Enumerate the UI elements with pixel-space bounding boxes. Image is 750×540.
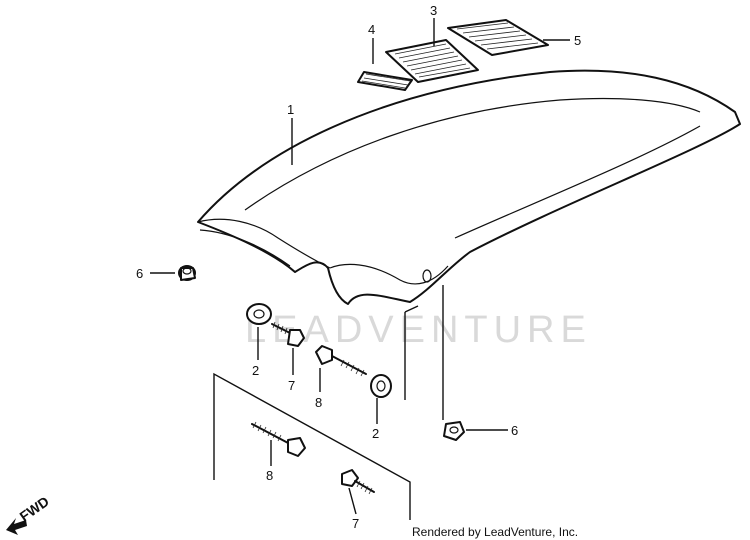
- forward-direction-label: FWD: [17, 493, 52, 524]
- forward-direction-indicator: FWD: [6, 493, 52, 535]
- bolt-part-lower[interactable]: [341, 469, 375, 495]
- washer-part-left[interactable]: [246, 303, 272, 325]
- callout-3: 3: [430, 3, 437, 18]
- center-plate-part[interactable]: [385, 39, 479, 83]
- callout-6-lower: 6: [511, 423, 518, 438]
- callout-2-right: 2: [372, 426, 379, 441]
- rear-fender-part[interactable]: [197, 69, 741, 305]
- callout-5: 5: [574, 33, 581, 48]
- exploded-view-box: [213, 285, 444, 520]
- flange-nut-part-lower[interactable]: [443, 421, 465, 441]
- watermark-text: LEADVENTURE: [245, 309, 592, 351]
- callout-7-lower: 7: [352, 516, 359, 531]
- callout-8-lower: 8: [266, 468, 273, 483]
- callout-1: 1: [287, 102, 294, 117]
- render-credit: Rendered by LeadVenture, Inc.: [412, 525, 578, 539]
- bolt-part-upper[interactable]: [271, 321, 305, 347]
- long-bolt-part-lower[interactable]: [251, 421, 306, 457]
- flange-nut-part-upper[interactable]: [178, 265, 196, 281]
- right-plate-part[interactable]: [447, 19, 549, 56]
- callout-2-left: 2: [252, 363, 259, 378]
- callout-8-middle: 8: [315, 395, 322, 410]
- forward-arrow-icon: [6, 518, 27, 535]
- callout-4: 4: [368, 22, 375, 37]
- callouts: 1 4 3 5 6 2 7 8 2 6 8 7: [136, 3, 581, 531]
- decal-strip-part[interactable]: [357, 71, 413, 91]
- callout-6-upper: 6: [136, 266, 143, 281]
- callout-7-upper: 7: [288, 378, 295, 393]
- watermark: LEADVENTURE: [245, 205, 592, 351]
- leader-lines: [150, 18, 570, 515]
- long-bolt-part-middle[interactable]: [315, 345, 367, 377]
- washer-part-right[interactable]: [370, 374, 392, 398]
